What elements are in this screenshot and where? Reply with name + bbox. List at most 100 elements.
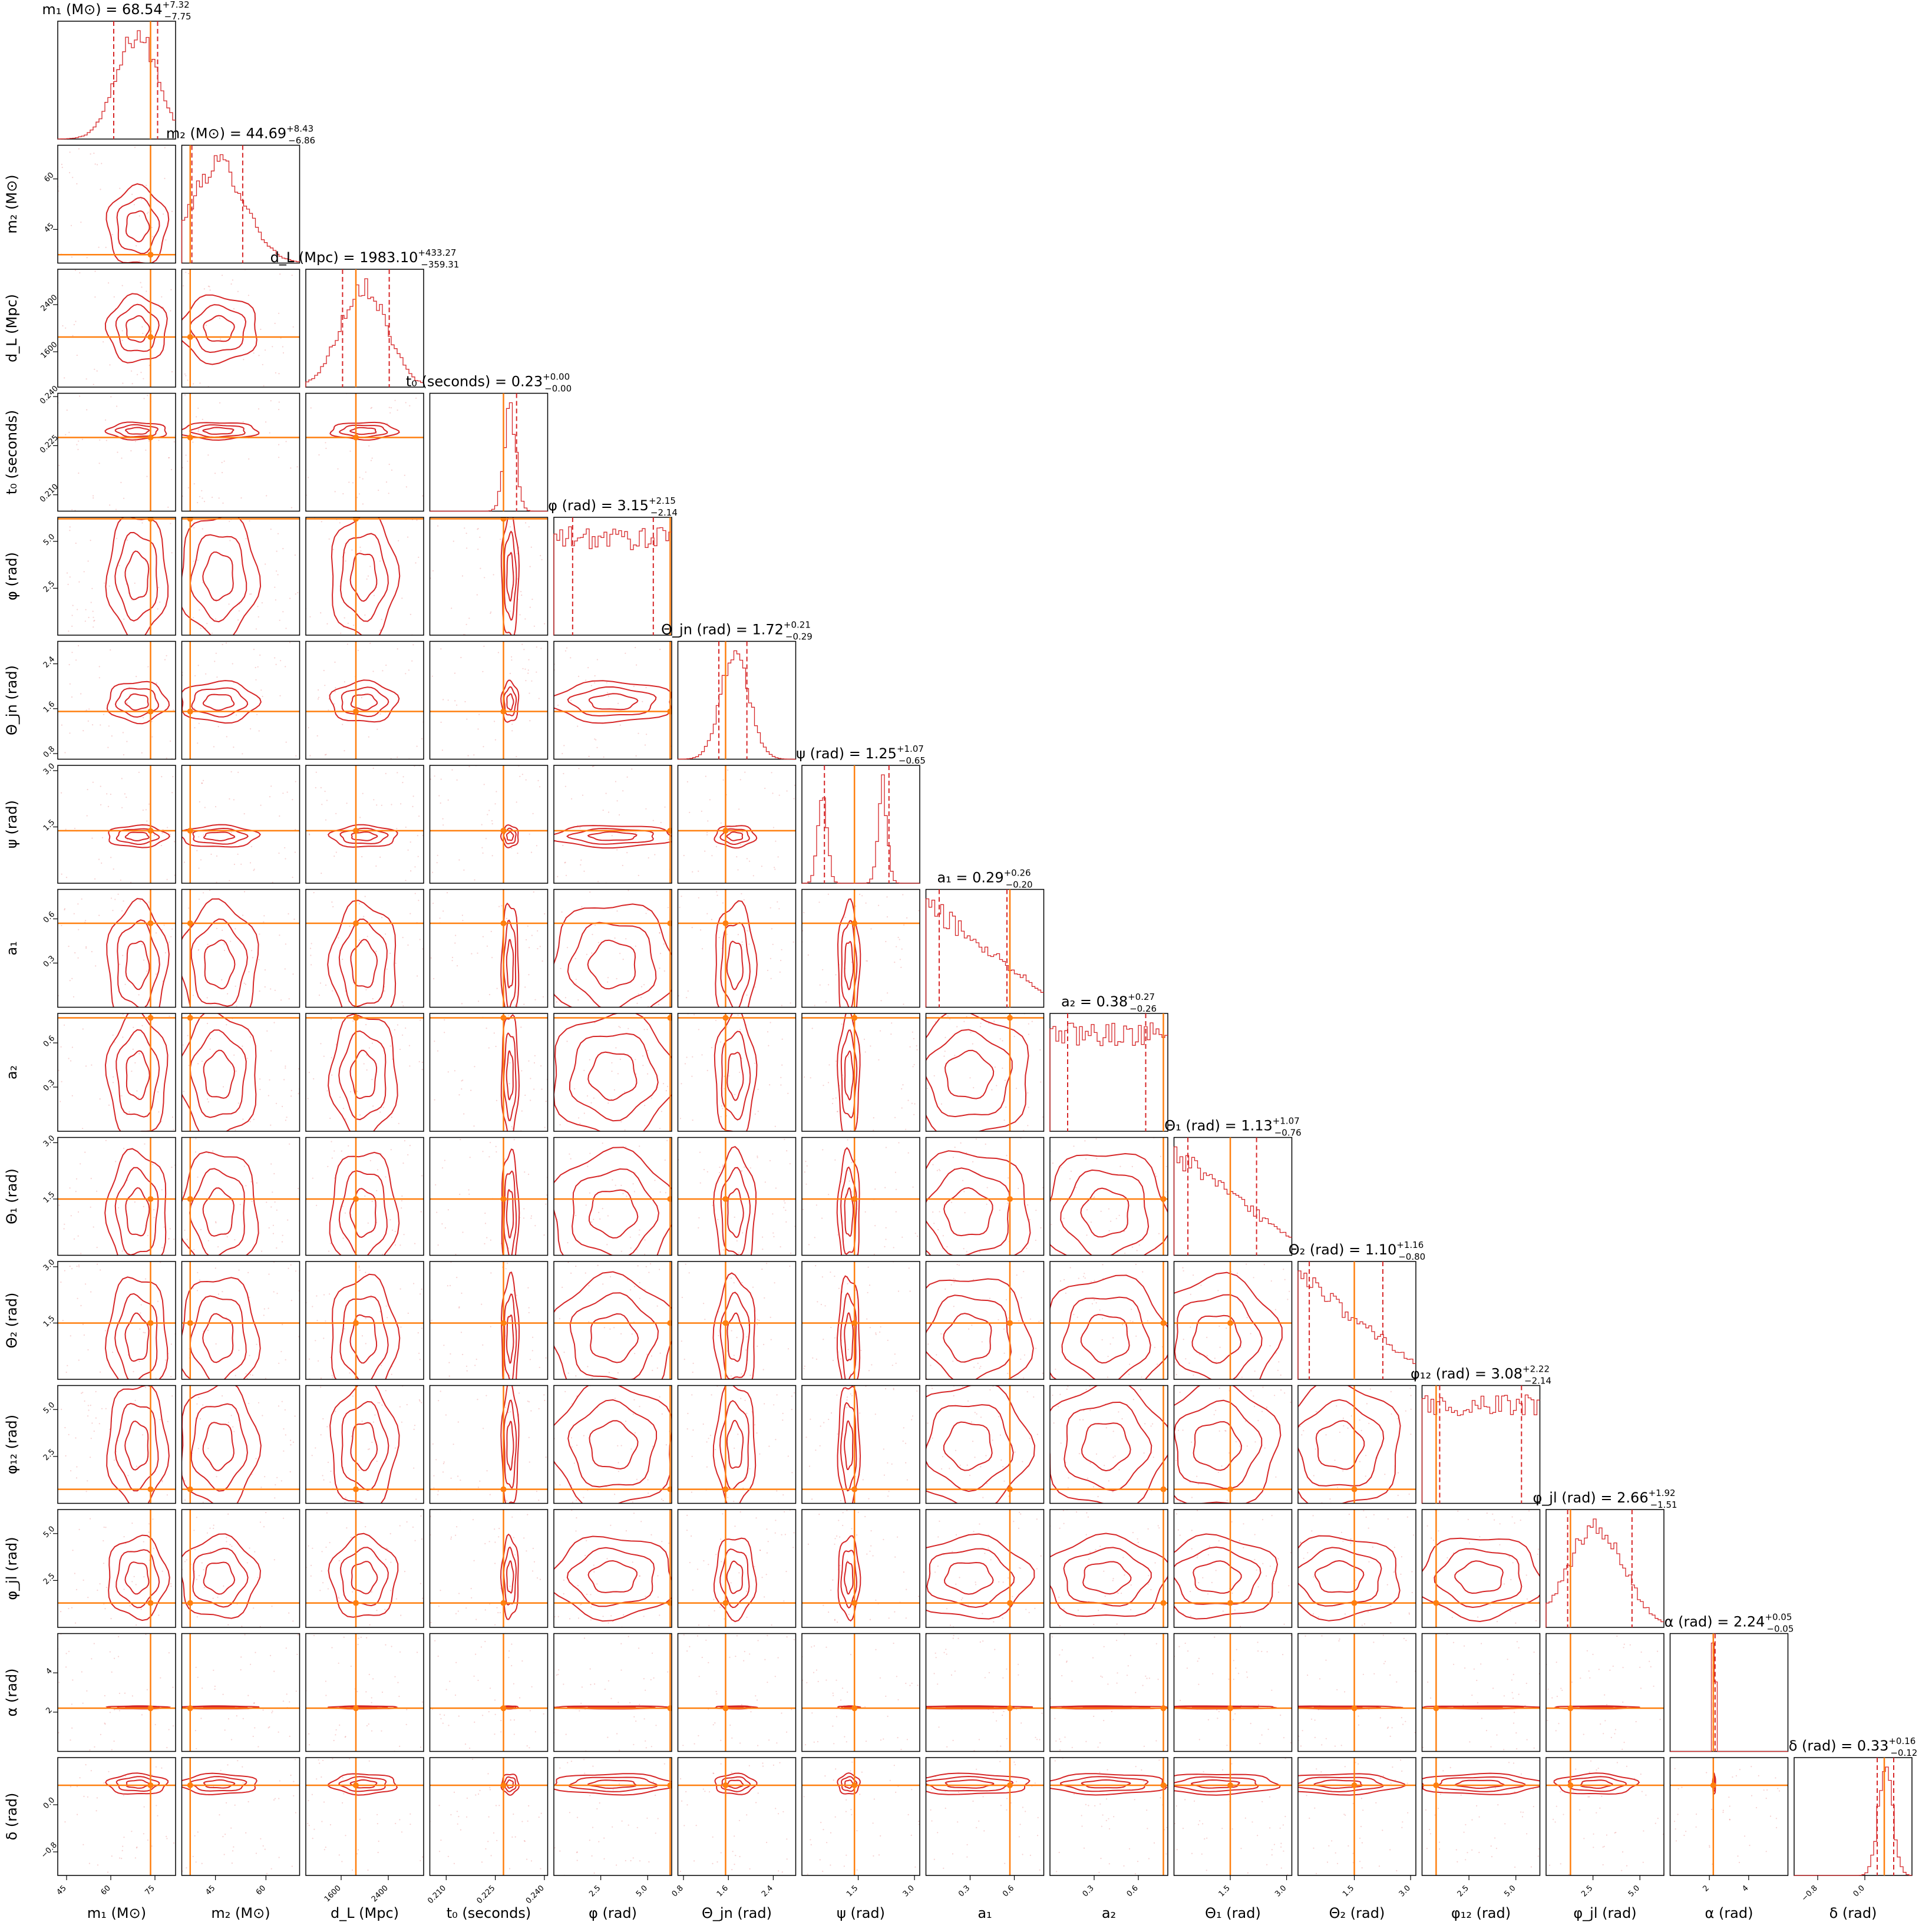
sample-point — [270, 988, 272, 990]
sample-point — [739, 779, 741, 781]
sample-point — [464, 527, 465, 529]
sample-point — [74, 510, 76, 511]
sample-point — [643, 1029, 645, 1031]
sample-point — [1207, 1719, 1210, 1720]
sample-point — [260, 1487, 262, 1488]
sample-point — [477, 1679, 479, 1682]
sample-point — [230, 283, 232, 285]
sample-point — [775, 1187, 777, 1189]
sample-point — [782, 1412, 784, 1414]
contour-level-1 — [587, 1560, 638, 1593]
contour-level-2 — [1298, 1399, 1385, 1487]
sample-point — [1280, 1389, 1282, 1391]
sample-point — [94, 296, 96, 298]
sample-point — [222, 929, 223, 931]
sample-point — [75, 659, 77, 661]
sample-point — [1109, 1343, 1111, 1345]
panel-frame — [801, 1509, 920, 1628]
sample-point — [895, 1362, 897, 1364]
sample-point — [221, 461, 223, 464]
sample-point — [146, 475, 148, 477]
sample-point — [312, 1177, 313, 1179]
sample-point — [1246, 1317, 1248, 1319]
sample-point — [333, 856, 335, 857]
contour-level-2 — [840, 1029, 858, 1119]
sample-point — [245, 1832, 247, 1834]
sample-point — [1257, 1650, 1259, 1652]
sample-point — [733, 1282, 735, 1284]
sample-point — [87, 1796, 88, 1798]
sample-point — [401, 1207, 402, 1209]
sample-point — [290, 1444, 292, 1446]
contour-level-2 — [1060, 1169, 1150, 1256]
sample-point — [1132, 1320, 1134, 1322]
sample-point — [1160, 1155, 1162, 1157]
sample-point — [468, 765, 470, 768]
sample-point — [268, 1227, 270, 1229]
sample-point — [280, 1350, 282, 1352]
sample-point — [522, 668, 524, 669]
panel-frame — [429, 517, 549, 636]
panel-dL-vs-m1 — [57, 269, 176, 388]
panel-phi12-vs-t0 — [429, 1385, 549, 1504]
panel-frame — [57, 640, 176, 760]
sample-point — [557, 876, 559, 877]
sample-point — [868, 1370, 870, 1372]
sample-point — [368, 736, 369, 738]
sample-point — [266, 1201, 267, 1203]
sample-point — [899, 959, 901, 960]
sample-point — [911, 1682, 913, 1684]
sample-point — [269, 1726, 270, 1728]
sample-point — [1325, 1738, 1327, 1739]
sample-point — [74, 827, 76, 830]
sample-point — [1157, 1525, 1159, 1527]
sample-point — [874, 1414, 876, 1415]
panel-alpha-vs-phi — [553, 1633, 672, 1752]
diag-panel-theta2: Θ₂ (rad) = 1.10+1.16−0.80 — [1289, 1240, 1425, 1380]
truth-marker — [1227, 1600, 1234, 1606]
sample-point — [467, 755, 469, 757]
sample-point — [223, 460, 225, 462]
sample-point — [1073, 1313, 1075, 1315]
sample-point — [730, 1582, 732, 1584]
sample-point — [258, 730, 260, 732]
sample-point — [124, 983, 126, 985]
sample-point — [871, 1364, 873, 1366]
sample-point — [86, 1690, 88, 1692]
sample-point — [71, 615, 73, 616]
sample-point — [906, 1739, 908, 1741]
sample-point — [122, 732, 124, 734]
truth-marker — [1567, 1705, 1574, 1712]
sample-point — [266, 1030, 268, 1032]
contour-level-2 — [503, 1293, 517, 1379]
sample-point — [1315, 1448, 1316, 1450]
sample-point — [692, 1429, 694, 1431]
sample-point — [1058, 1406, 1059, 1408]
sample-point — [381, 804, 382, 806]
sample-point — [1321, 1635, 1323, 1637]
sample-point — [612, 1179, 613, 1181]
sample-point — [409, 1145, 411, 1147]
sample-point — [110, 857, 112, 858]
sample-point — [399, 1525, 401, 1527]
sample-point — [131, 1831, 133, 1832]
sample-point — [213, 1524, 214, 1526]
sample-point — [972, 1161, 974, 1162]
sample-point — [701, 948, 704, 950]
sample-point — [321, 1551, 323, 1553]
sample-point — [142, 332, 144, 334]
sample-point — [738, 1252, 740, 1254]
sample-point — [1304, 1635, 1306, 1637]
sample-point — [874, 1225, 876, 1227]
sample-point — [373, 595, 375, 596]
sample-point — [365, 1526, 366, 1528]
sample-point — [594, 675, 596, 677]
sample-point — [1007, 1203, 1009, 1204]
sample-point — [199, 1279, 200, 1281]
panel-phijl-vs-dL — [305, 1509, 424, 1628]
sample-point — [660, 1111, 662, 1112]
sample-point — [715, 1690, 717, 1692]
panel-thetajn-vs-m1 — [57, 640, 176, 760]
sample-point — [866, 960, 867, 962]
sample-point — [699, 1182, 701, 1184]
